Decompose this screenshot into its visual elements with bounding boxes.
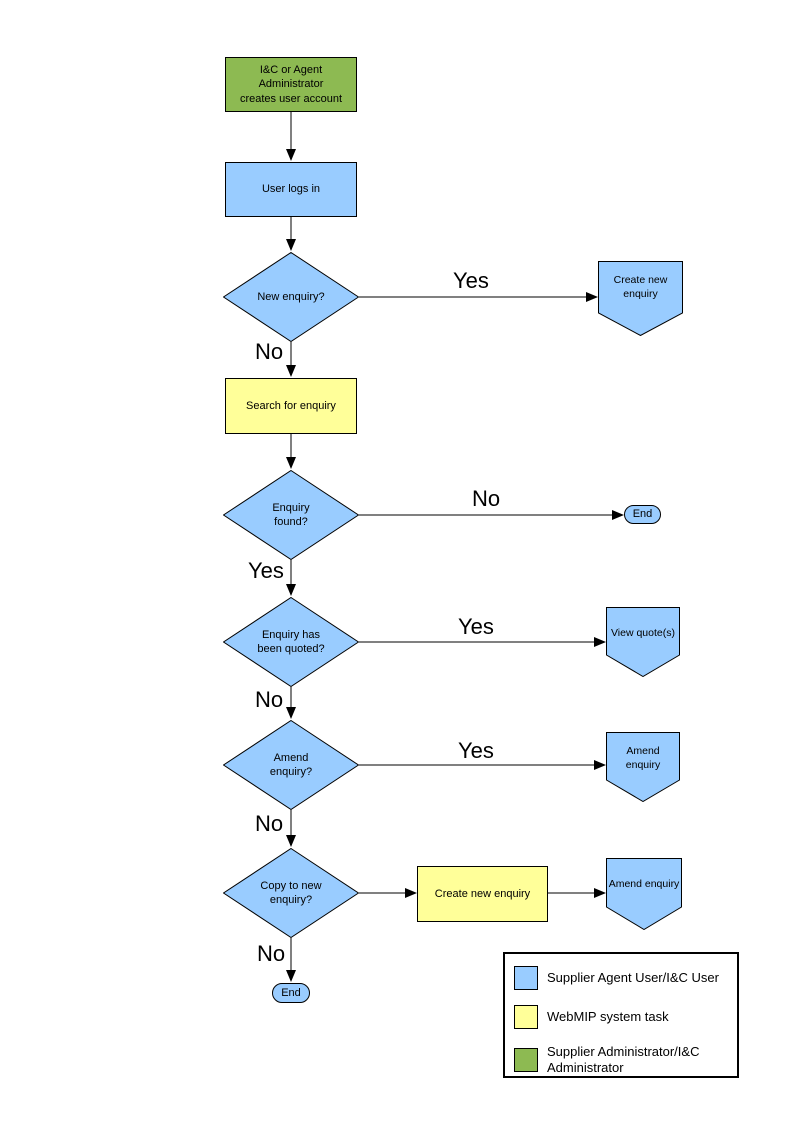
node-user-logs-in: User logs in	[225, 162, 357, 217]
decision-new-enquiry: New enquiry?	[223, 252, 359, 342]
legend-item-user: Supplier Agent User/I&C User	[514, 966, 731, 990]
legend-swatch-blue	[514, 966, 538, 990]
node-label: Enquiry found?	[272, 501, 310, 528]
decision-amend-enquiry: Amend enquiry?	[223, 720, 359, 810]
node-view-quotes-offpage: View quote(s)	[606, 607, 680, 677]
legend-label: Supplier Agent User/I&C User	[547, 969, 719, 985]
terminator-end-bottom: End	[272, 983, 310, 1003]
node-label: I&C or Agent Administrator creates user …	[239, 64, 343, 105]
node-search-for-enquiry: Search for enquiry	[225, 378, 357, 434]
node-label: Create new enquiry	[613, 274, 668, 300]
node-label: Amend enquiry	[625, 745, 661, 771]
pentagon-shape	[598, 261, 683, 336]
node-label: View quote(s)	[610, 627, 675, 640]
diamond-shape	[223, 720, 359, 810]
node-label: Amend enquiry	[608, 878, 680, 891]
edge-label-no: No	[255, 339, 284, 364]
diamond-shape	[223, 848, 359, 938]
legend: Supplier Agent User/I&C User WebMIP syst…	[503, 952, 739, 1078]
node-label: Search for enquiry	[246, 399, 336, 412]
edge-label-no: No	[472, 486, 501, 511]
diamond-shape	[223, 597, 359, 687]
node-label: End	[281, 986, 301, 999]
pentagon-shape	[606, 732, 680, 802]
terminator-end-right: End	[624, 505, 661, 524]
edge-label-yes: Yes	[248, 558, 284, 583]
legend-item-admin: Supplier Administrator/I&C Administrator	[514, 1044, 731, 1077]
edge-label-yes: Yes	[458, 738, 494, 763]
node-label: New enquiry?	[257, 290, 325, 303]
node-create-new-enquiry-offpage: Create new enquiry	[598, 261, 683, 336]
diamond-shape	[223, 470, 359, 560]
decision-copy-to-new-enquiry: Copy to new enquiry?	[223, 848, 359, 938]
node-amend-enquiry-offpage: Amend enquiry	[606, 732, 680, 802]
edge-label-no: No	[255, 811, 284, 836]
node-label: Create new enquiry	[434, 887, 531, 900]
node-admin-creates-account: I&C or Agent Administrator creates user …	[225, 57, 357, 112]
node-label: Amend enquiry?	[269, 751, 313, 778]
node-label: End	[632, 508, 653, 520]
node-create-new-enquiry-task: Create new enquiry	[417, 866, 548, 922]
legend-label: WebMIP system task	[547, 1008, 669, 1024]
edge-label-yes: Yes	[458, 614, 494, 639]
decision-enquiry-quoted: Enquiry has been quoted?	[223, 597, 359, 687]
node-label: User logs in	[261, 183, 321, 196]
edge-label-no: No	[257, 941, 286, 966]
decision-enquiry-found: Enquiry found?	[223, 470, 359, 560]
edge-label-no: No	[255, 687, 284, 712]
diamond-shape	[223, 252, 359, 342]
legend-item-system: WebMIP system task	[514, 1005, 731, 1029]
node-label: Copy to new enquiry?	[260, 879, 322, 906]
legend-swatch-green	[514, 1048, 538, 1073]
edge-label-yes: Yes	[453, 268, 489, 293]
pentagon-shape	[606, 858, 682, 930]
pentagon-shape	[606, 607, 680, 677]
node-label: Enquiry has been quoted?	[257, 628, 325, 655]
node-amend-enquiry-offpage-2: Amend enquiry	[606, 858, 682, 930]
legend-label: Supplier Administrator/I&C Administrator	[547, 1044, 700, 1076]
legend-swatch-yellow	[514, 1005, 538, 1029]
